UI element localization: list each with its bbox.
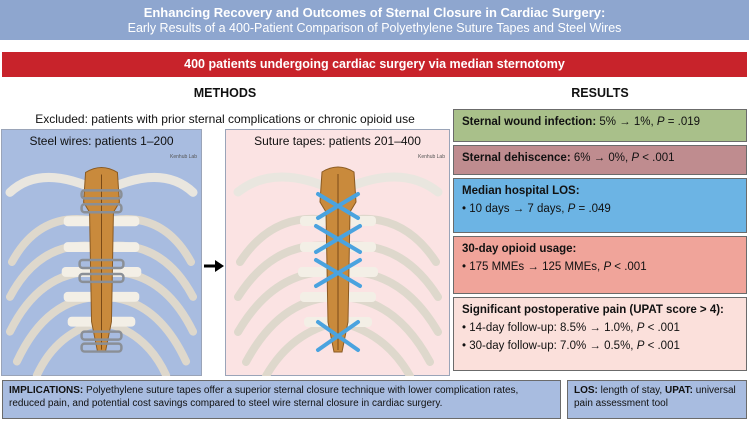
dehiscence-pval: < .001 (639, 152, 675, 164)
los-pval: = .049 (575, 203, 611, 215)
pain-14day-pval: < .001 (644, 322, 680, 334)
los-abbr-text: length of stay, (597, 385, 665, 396)
infection-label: Sternal wound infection: (462, 116, 597, 128)
exclusion-criteria: Excluded: patients with prior sternal co… (35, 112, 415, 126)
steel-wires-panel: Steel wires: patients 1–200 Kenhub Lab (1, 129, 202, 376)
sternum-steel-wires-illustration (5, 166, 198, 376)
pain-14day: • 14-day follow-up: 8.5% → 1.0%, (462, 322, 637, 334)
infection-p: P (656, 116, 665, 128)
infection-pval: = .019 (664, 116, 701, 128)
upat-abbr-label: UPAT: (664, 385, 693, 396)
arrow-right-icon (204, 260, 224, 272)
los-abbr-label: LOS: (574, 385, 598, 396)
abbreviations-box: LOS: length of stay, UPAT: universal pai… (567, 380, 747, 419)
result-opioid-usage: 30-day opioid usage: • 175 MMEs → 125 MM… (453, 236, 747, 294)
title-line-1: Enhancing Recovery and Outcomes of Stern… (143, 5, 606, 20)
watermark-steel: Kenhub Lab (170, 154, 197, 160)
steel-wires (78, 189, 125, 353)
upat-abbr-text: universal pain assessment tool (574, 385, 736, 409)
los-value: • 10 days → 7 days, (462, 203, 568, 215)
sternum-suture-tapes-illustration (233, 166, 443, 376)
pain-30day-p: P (636, 340, 645, 352)
implications-text: Polyethylene suture tapes offer a superi… (9, 385, 519, 409)
opioid-pval: < .001 (611, 261, 647, 273)
opioid-value: • 175 MMEs → 125 MMEs, (462, 261, 604, 273)
watermark-tape: Kenhub Lab (418, 154, 445, 160)
dehiscence-p: P (631, 152, 640, 164)
pain-label: Significant postoperative pain (UPAT sco… (462, 304, 724, 316)
population-banner: 400 patients undergoing cardiac surgery … (2, 52, 747, 77)
infection-value: 5% → 1%, (596, 116, 657, 128)
implications-box: IMPLICATIONS: Polyethylene suture tapes … (2, 380, 561, 419)
results-heading: RESULTS (571, 86, 629, 100)
opioid-p: P (603, 261, 612, 273)
title-line-2: Early Results of a 400-Patient Compariso… (127, 21, 622, 35)
methods-heading: METHODS (193, 86, 257, 100)
pain-14day-p: P (636, 322, 645, 334)
los-label: Median hospital LOS: (462, 185, 580, 197)
dehiscence-label: Sternal dehiscence: (462, 152, 571, 164)
dehiscence-value: 6% → 0%, (570, 152, 632, 164)
suture-tapes (314, 192, 362, 352)
opioid-label: 30-day opioid usage: (462, 243, 577, 255)
figure-title: Enhancing Recovery and Outcomes of Stern… (0, 0, 749, 40)
result-hospital-los: Median hospital LOS: • 10 days → 7 days,… (453, 178, 747, 233)
los-p: P (567, 203, 576, 215)
implications-label: IMPLICATIONS: (9, 385, 84, 396)
pain-30day-pval: < .001 (644, 340, 680, 352)
steel-wires-label: Steel wires: patients 1–200 (29, 134, 174, 148)
pain-30day: • 30-day follow-up: 7.0% → 0.5%, (462, 340, 637, 352)
result-postoperative-pain: Significant postoperative pain (UPAT sco… (453, 297, 747, 371)
result-wound-infection: Sternal wound infection: 5% → 1%, P = .0… (453, 109, 747, 142)
suture-tapes-label: Suture tapes: patients 201–400 (254, 134, 421, 148)
result-dehiscence: Sternal dehiscence: 6% → 0%, P < .001 (453, 145, 747, 175)
suture-tapes-panel: Suture tapes: patients 201–400 Kenhub La… (225, 129, 450, 376)
